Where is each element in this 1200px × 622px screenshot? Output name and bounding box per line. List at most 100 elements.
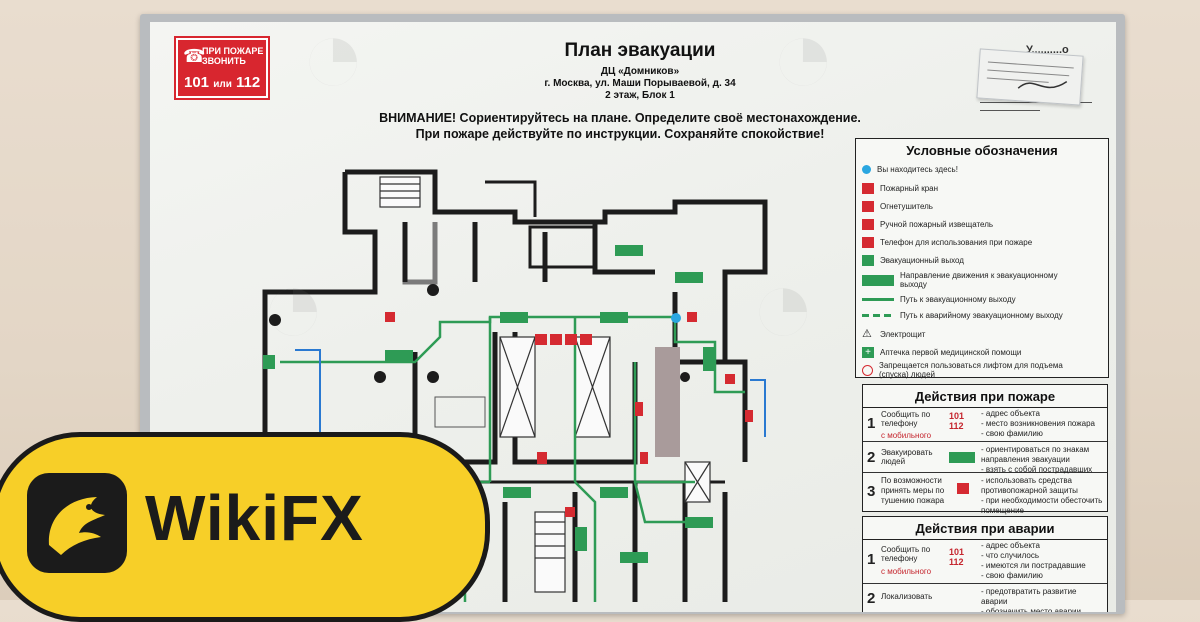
fire-number-112: 112	[236, 74, 261, 91]
floor-label: 2 этаж, Блок 1	[605, 90, 675, 101]
voltage-icon: ⚠	[862, 328, 872, 340]
step-number: 1	[867, 415, 876, 432]
step-action: Локализовать	[881, 592, 933, 601]
exit-icon	[385, 350, 413, 361]
extinguisher-icon	[957, 483, 969, 494]
exit-icon	[949, 452, 975, 463]
fire-step-2: 2 Эвакуировать людей - ориентироваться п…	[863, 442, 1107, 474]
fire-hydrant-icon	[580, 334, 592, 345]
fire-step-1: 1 Сообщить по телефону с мобильного 101 …	[863, 407, 1107, 442]
emergency-route	[750, 379, 766, 437]
legend-item: ⚠ Электрощит	[862, 329, 925, 340]
watermark-icon: ◔	[750, 244, 817, 367]
wikifx-wordmark: WikiFX	[145, 482, 364, 554]
phone-icon	[862, 237, 874, 248]
step-number: 3	[867, 483, 876, 500]
legend-item-label: Пожарный кран	[880, 184, 939, 193]
exit-icon	[620, 552, 648, 563]
extinguisher-icon	[862, 201, 874, 212]
warning-line-2: При пожаре действуйте по инструкции. Сох…	[415, 127, 825, 141]
fire-call-sign: ☎ ПРИ ПОЖАРЕ ЗВОНИТЬ 101 или 112	[174, 36, 270, 100]
extinguisher-icon	[565, 334, 577, 345]
plan-title: План эвакуации	[564, 40, 716, 61]
phone-icon: ☎	[183, 46, 206, 66]
step-action: Сообщить по телефону	[881, 410, 931, 428]
alarm-button-icon	[725, 374, 735, 384]
legend-item-label: Аптечка первой медицинской помощи	[880, 348, 1022, 357]
legend-item: Запрещается пользоваться лифтом для подъ…	[862, 361, 1092, 379]
legend-item-label: Направление движения к эвакуационному вы…	[900, 271, 1058, 289]
exit-signs	[263, 245, 715, 563]
step-number: 2	[867, 449, 876, 466]
fire-step-3: 3 По возможности принять меры по тушению…	[863, 473, 1107, 515]
alarm-button-icon	[565, 507, 575, 517]
exit-icon	[503, 487, 531, 498]
extinguisher-icon	[550, 334, 562, 345]
legend-item: Вы находитесь здесь!	[862, 165, 958, 174]
evacuation-board: ☎ ПРИ ПОЖАРЕ ЗВОНИТЬ 101 или 112 План эв…	[150, 22, 1116, 612]
legend-item-label: Эвакуационный выход	[880, 256, 964, 265]
eagle-glyph	[48, 497, 105, 555]
legend-item: Пожарный кран	[862, 183, 938, 194]
legend-item-label: Путь к аварийному эвакуационному выходу	[900, 311, 1063, 320]
fire-hydrant-icon	[862, 183, 874, 194]
fire-number-101: 101	[184, 74, 210, 91]
exit-icon	[500, 312, 528, 323]
building-address: г. Москва, ул. Маши Порываевой, д. 34	[544, 78, 736, 89]
extinguisher-icon	[635, 402, 643, 416]
exit-icon	[263, 355, 275, 369]
exit-icon	[600, 487, 628, 498]
legend-item: Ручной пожарный извещатель	[862, 219, 993, 230]
peeling-sticker	[976, 48, 1084, 106]
legend-item-label: Электрощит	[880, 330, 926, 339]
legend-item-label: Огнетушитель	[880, 202, 933, 211]
building-name: ДЦ «Домников»	[600, 66, 680, 77]
legend-item: Телефон для использования при пожаре	[862, 237, 1032, 248]
step-note: с мобильного	[881, 431, 932, 440]
step-details: - адрес объекта - место возникновения по…	[981, 409, 1095, 438]
legend-item-label: Телефон для использования при пожаре	[880, 238, 1033, 247]
eagle-icon	[27, 473, 127, 573]
emergency-route	[295, 349, 321, 432]
fire-actions-title: Действия при пожаре	[863, 385, 1107, 408]
location-dot-icon	[671, 313, 681, 323]
legend-item: + Аптечка первой медицинской помощи	[862, 347, 1021, 358]
date-line	[980, 110, 1040, 111]
alarm-button-icon	[862, 219, 874, 230]
extinguisher-icon	[640, 452, 648, 464]
step-number: 1	[867, 551, 876, 568]
fire-equipment	[385, 312, 753, 517]
floor-plan	[262, 169, 768, 602]
step-note: с мобильного	[881, 567, 932, 576]
accident-step-2: 2 Локализовать - предотвратить развитие …	[863, 584, 1107, 612]
room-box	[528, 225, 597, 269]
fire-sign-text: ПРИ ПОЖАРЕ ЗВОНИТЬ	[202, 46, 264, 66]
step-number: 2	[867, 590, 876, 607]
watermark-icon: ◔	[260, 244, 327, 367]
legend-item: Огнетушитель	[862, 201, 933, 212]
step-details: - адрес объекта - что случилось - имеютс…	[981, 541, 1086, 580]
plan-subtitle: ДЦ «Домников» г. Москва, ул. Маши Порыва…	[490, 66, 790, 102]
first-aid-icon: +	[862, 347, 874, 358]
watermark-icon: ◔	[770, 22, 837, 117]
extinguisher-icon	[745, 410, 753, 422]
exit-icon	[615, 245, 643, 256]
fire-actions-panel: Действия при пожаре 1 Сообщить по телефо…	[862, 384, 1108, 515]
exit-icon	[675, 272, 703, 283]
step-action: Эвакуировать людей	[881, 448, 933, 466]
warning-line-1: ВНИМАНИЕ! Сориентируйтесь на плане. Опре…	[379, 111, 861, 125]
step-action: Сообщить по телефону	[881, 545, 931, 563]
step-phone: 101 112	[949, 547, 965, 567]
exit-icon	[600, 312, 628, 323]
warning-text: ВНИМАНИЕ! Сориентируйтесь на плане. Опре…	[250, 110, 990, 142]
legend-item-label: Вы находитесь здесь!	[877, 165, 958, 174]
accident-step-1: 1 Сообщить по телефону с мобильного 101 …	[863, 539, 1107, 584]
accident-actions-panel: Действия при аварии 1 Сообщить по телефо…	[862, 516, 1108, 612]
step-details: - ориентироваться по знакам направления …	[981, 445, 1093, 474]
shaft	[655, 347, 680, 457]
legend-item: Эвакуационный выход	[862, 255, 964, 266]
solid-line-icon	[862, 298, 894, 301]
extinguisher-icon	[687, 312, 697, 322]
step-phone: 101 112	[949, 411, 965, 431]
legend-item-label: Путь к эвакуационному выходу	[900, 295, 1016, 304]
